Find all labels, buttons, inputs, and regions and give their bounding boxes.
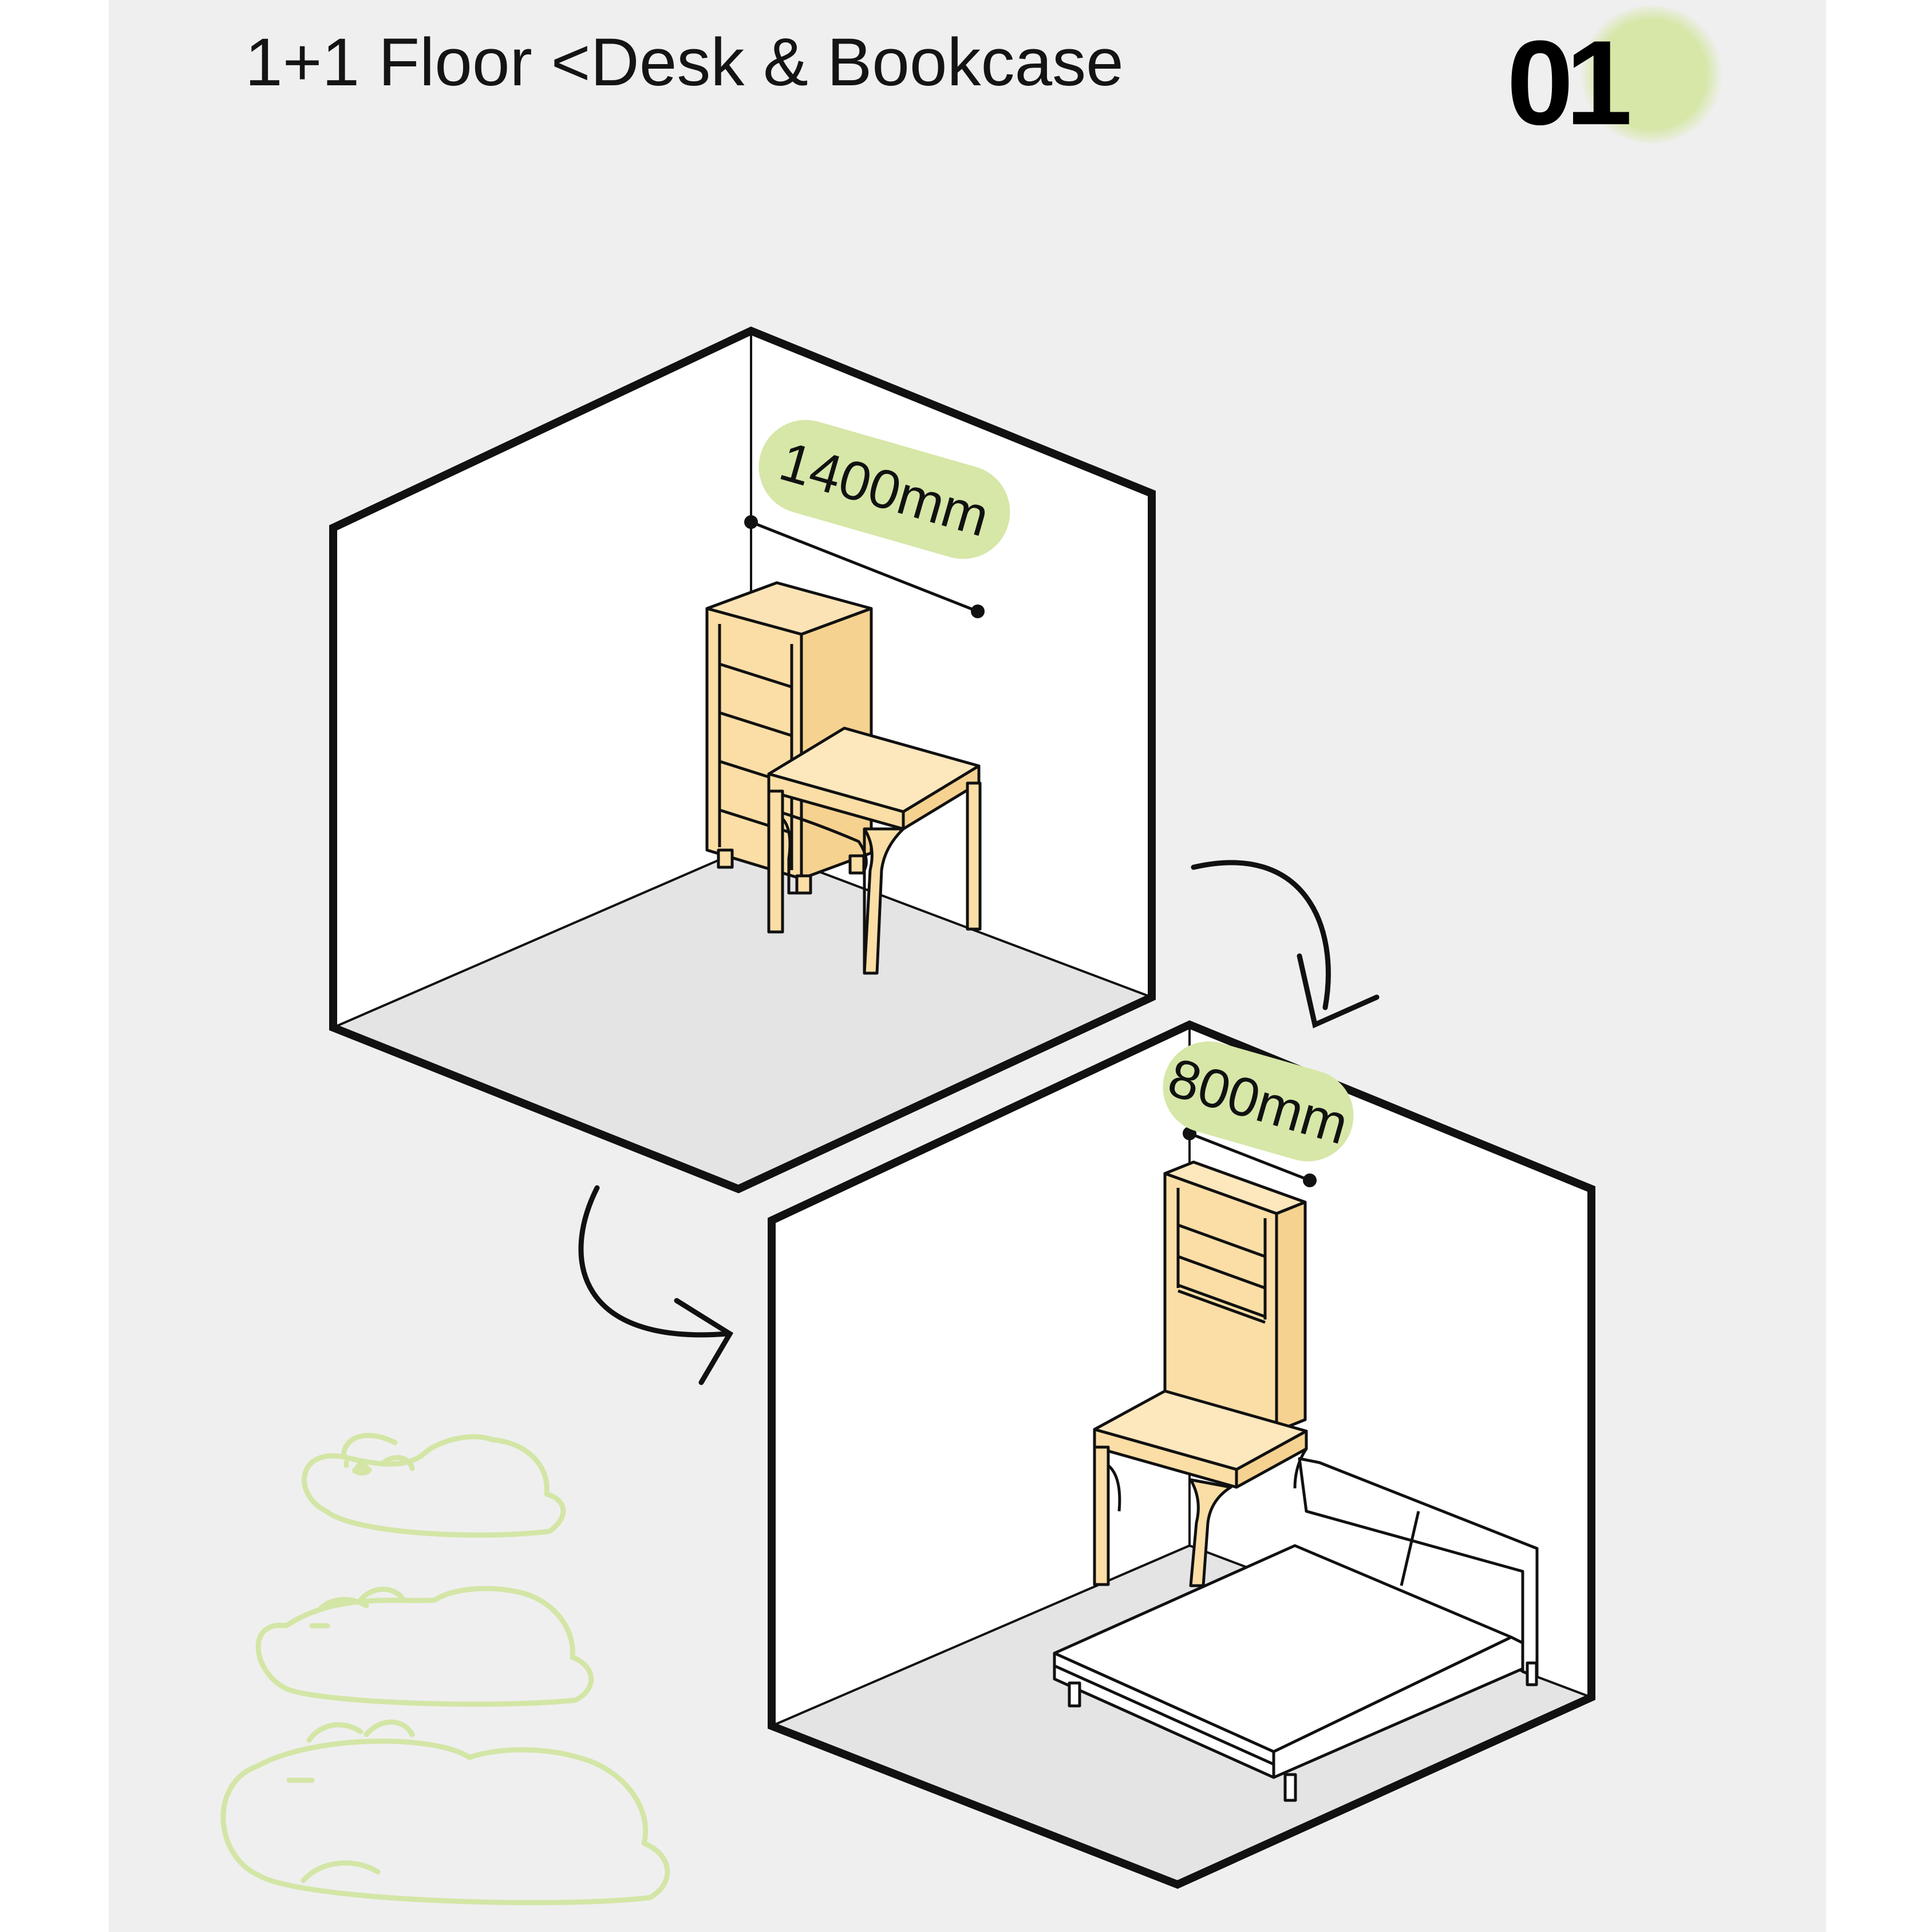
desk-room-1 <box>767 726 982 975</box>
dimension-pill-1400 <box>758 420 1010 559</box>
room-2-dimension: 800mm <box>1161 1041 1355 1187</box>
bed <box>1053 1457 1539 1802</box>
curved-arrow-icon <box>1191 860 1380 1029</box>
desk-room-2 <box>1093 1389 1308 1587</box>
curved-arrow-icon <box>578 1185 734 1385</box>
step-number-badge: 01 <box>1507 15 1633 150</box>
bookcase-tall <box>1163 1160 1307 1433</box>
capybara-stack-icon <box>220 1433 670 1906</box>
badge-highlight <box>1580 6 1723 143</box>
room-1-floor <box>333 846 1152 1189</box>
dimension-pill-800 <box>1163 1041 1354 1161</box>
page-title: 1+1 Floor <Desk & Bookcase <box>245 25 1124 100</box>
